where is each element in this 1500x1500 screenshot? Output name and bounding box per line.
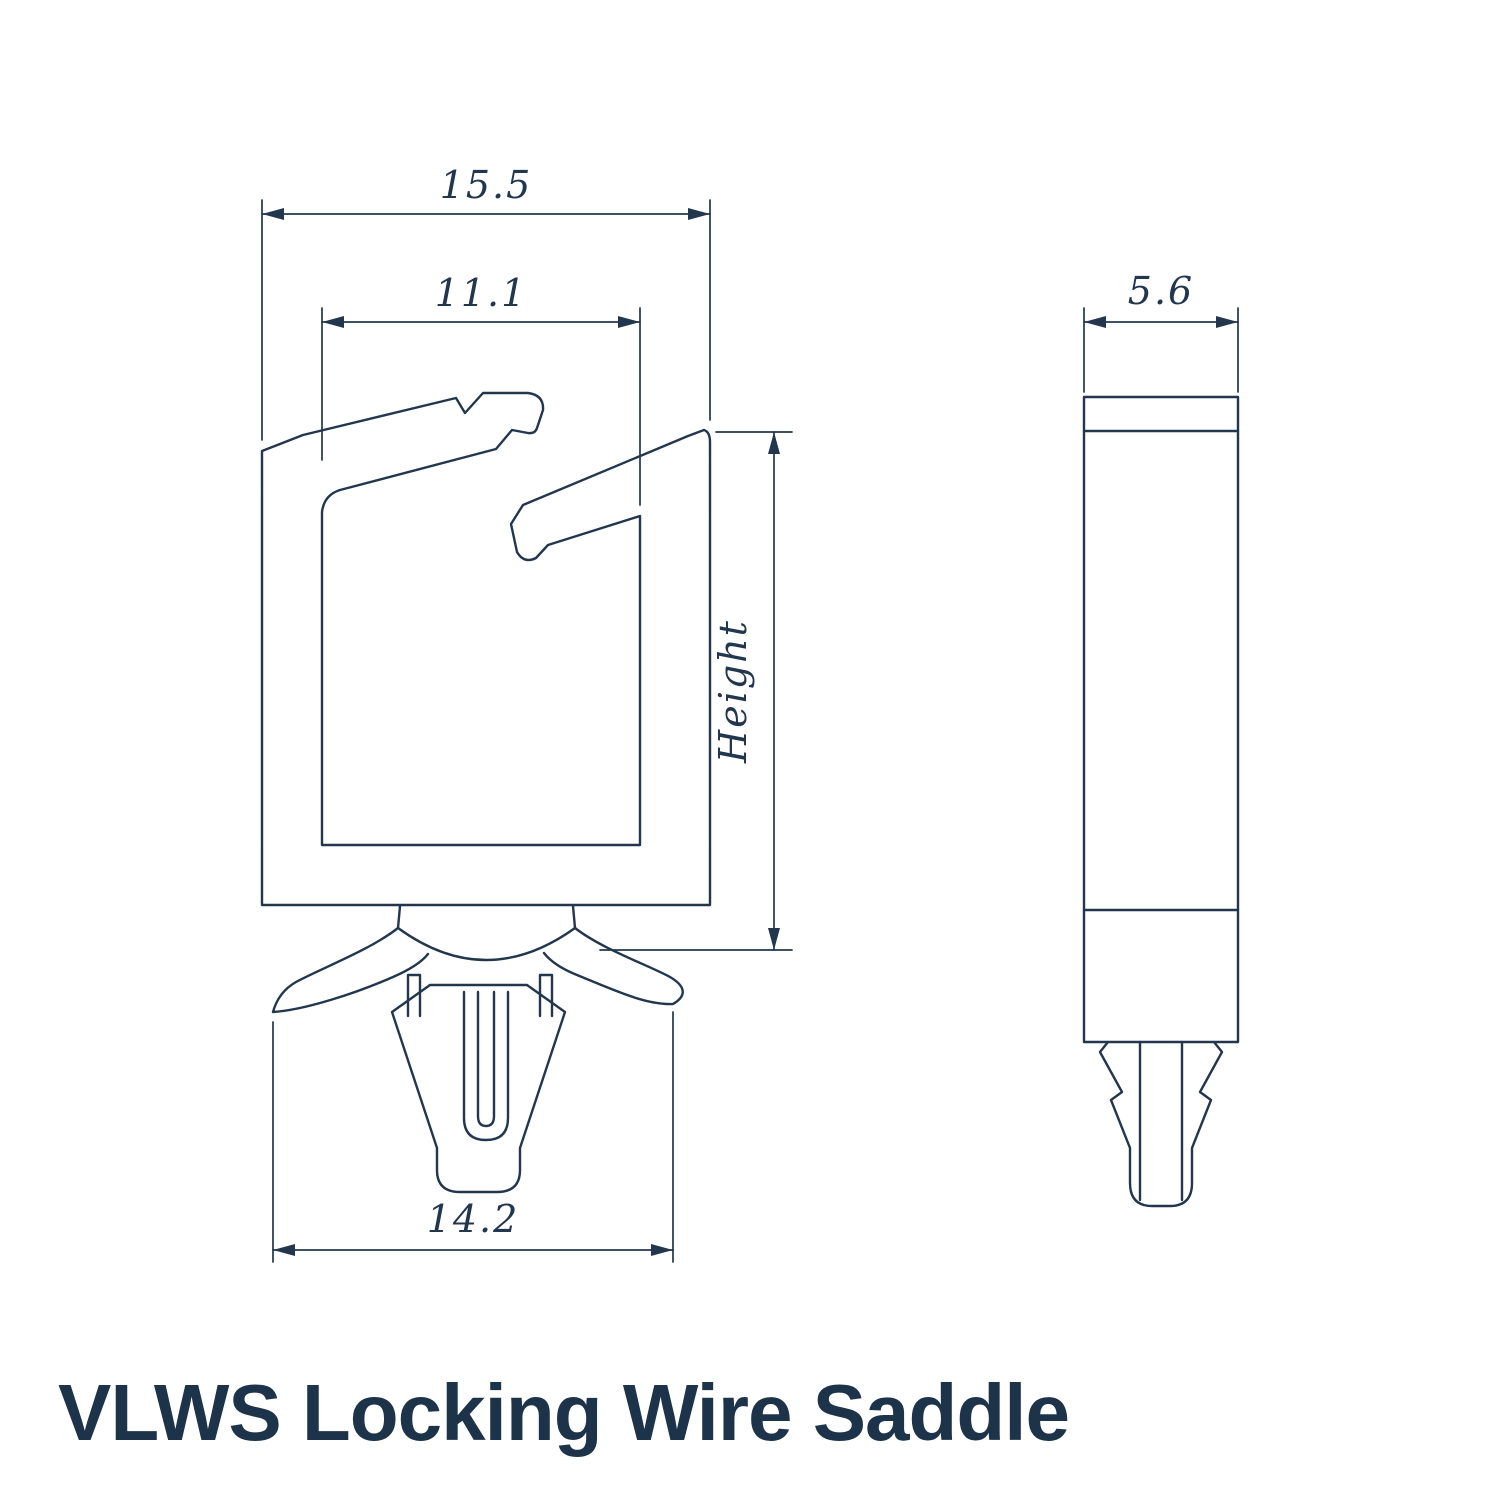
part-linework (260, 391, 1240, 1208)
saddle-body-outline (260, 391, 712, 907)
arrowhead (262, 208, 284, 220)
arrowhead (1216, 316, 1238, 328)
inner-width-label: 11.1 (435, 271, 528, 315)
drawing-title: VLWS Locking Wire Saddle (58, 1368, 1069, 1457)
saddle-neck-left (396, 904, 402, 930)
left-wing (271, 926, 430, 1014)
height-label: Height (711, 619, 755, 764)
side-body-outline (1082, 395, 1240, 1044)
arrowhead (322, 316, 344, 328)
arrowhead (273, 1244, 295, 1256)
anchor-slot-inner (476, 990, 496, 1128)
spring-dome (396, 926, 577, 962)
dimension-lines (261, 199, 1239, 1263)
arrowhead (651, 1244, 673, 1256)
saddle-neck-right (571, 904, 577, 930)
arrowhead (1084, 316, 1106, 328)
side-depth-label: 5.6 (1128, 269, 1194, 313)
overall-width-extension-lines (261, 199, 711, 441)
inner-width-extension-lines (321, 307, 641, 506)
arrowhead (688, 208, 710, 220)
side-anchor-inner-lines (1138, 1040, 1184, 1202)
pin-prong-left (406, 973, 422, 1018)
overall-width-label: 15.5 (440, 163, 533, 207)
right-wing (542, 926, 684, 1006)
anchor-barb-outline (390, 983, 567, 1194)
anchor-slot-outer (462, 990, 510, 1142)
side-anchor-outline (1098, 1040, 1224, 1208)
dimension-labels: 15.5 11.1 5.6 Height 14.2 (427, 163, 1194, 1241)
mount-span-label: 14.2 (427, 1197, 520, 1241)
title-block: VLWS Locking Wire Saddle (58, 1368, 1070, 1457)
side-depth-extension-lines (1083, 307, 1239, 393)
dimension-arrowheads (262, 208, 1238, 1256)
mount-span-extension-lines (272, 1011, 674, 1263)
arrowhead (768, 928, 780, 950)
arrowhead (768, 432, 780, 454)
arrowhead (618, 316, 640, 328)
height-extension-lines (599, 431, 793, 951)
